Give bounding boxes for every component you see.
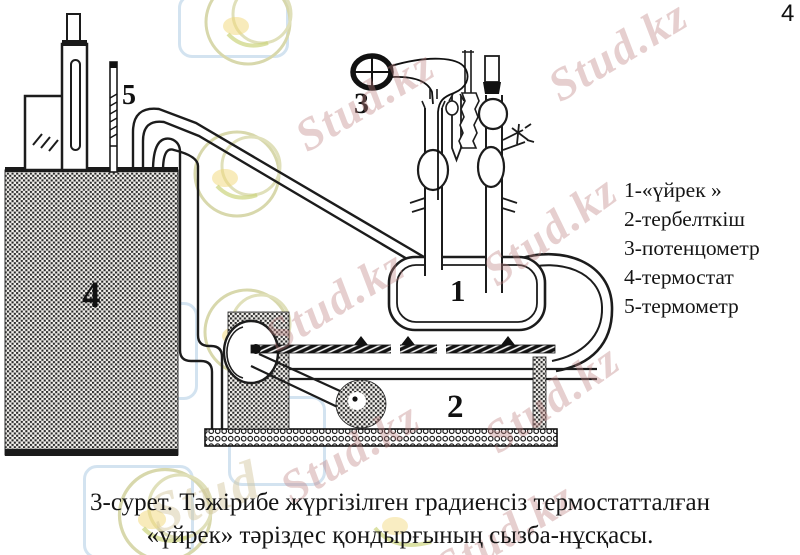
apparatus-diagram: 5 3 1 2 4 (4, 13, 614, 456)
caption-line-1: 3-сурет. Тәжірибе жүргізілген градиенсіз… (90, 489, 710, 516)
watermark-logo-icon (204, 0, 293, 66)
drive-belt (250, 352, 352, 412)
figure-caption: 3-сурет. Тәжірибе жүргізілген градиенсіз… (0, 486, 800, 552)
watermark-square (83, 465, 194, 555)
watermark-logo-icon (117, 467, 214, 555)
toothed-rod (250, 336, 556, 355)
label-potentiometer: 3 (354, 87, 369, 120)
diagram-labels: 5 3 1 2 4 (82, 80, 466, 425)
figure-legend: 1-«үйрек » 2-тербелткіш 3-потенцометр 4-… (624, 176, 760, 321)
label-thermometer: 5 (122, 80, 136, 111)
watermark-logo-icon (373, 517, 432, 547)
legend-item: 5-термометр (624, 294, 739, 318)
glassware (409, 50, 535, 293)
stirrer-tube (60, 13, 89, 172)
label-duck: 1 (450, 273, 466, 308)
right-support-post (532, 356, 547, 430)
legend-item: 3-потенцометр (624, 236, 760, 260)
potentiometer (350, 53, 469, 200)
oscillator-base-plate (204, 428, 558, 447)
thermostat-block (4, 167, 179, 456)
thermometer (109, 61, 118, 173)
pulley (335, 379, 387, 429)
watermark-logo-icon (193, 130, 282, 218)
duck-vessel (387, 255, 547, 332)
connecting-tubes (131, 107, 425, 429)
label-thermostat: 4 (82, 275, 101, 316)
caption-line-2: «үйрек» тәріздес қондырғының сызба-нұсқа… (146, 522, 654, 549)
legend-item: 4-термостат (624, 265, 734, 289)
vessel-tail-tube (518, 252, 614, 373)
page-number: 4 (781, 0, 795, 27)
legend-item: 1-«үйрек » (624, 178, 722, 202)
legend-item: 2-тербелткіш (624, 207, 745, 231)
label-oscillator: 2 (447, 389, 464, 425)
